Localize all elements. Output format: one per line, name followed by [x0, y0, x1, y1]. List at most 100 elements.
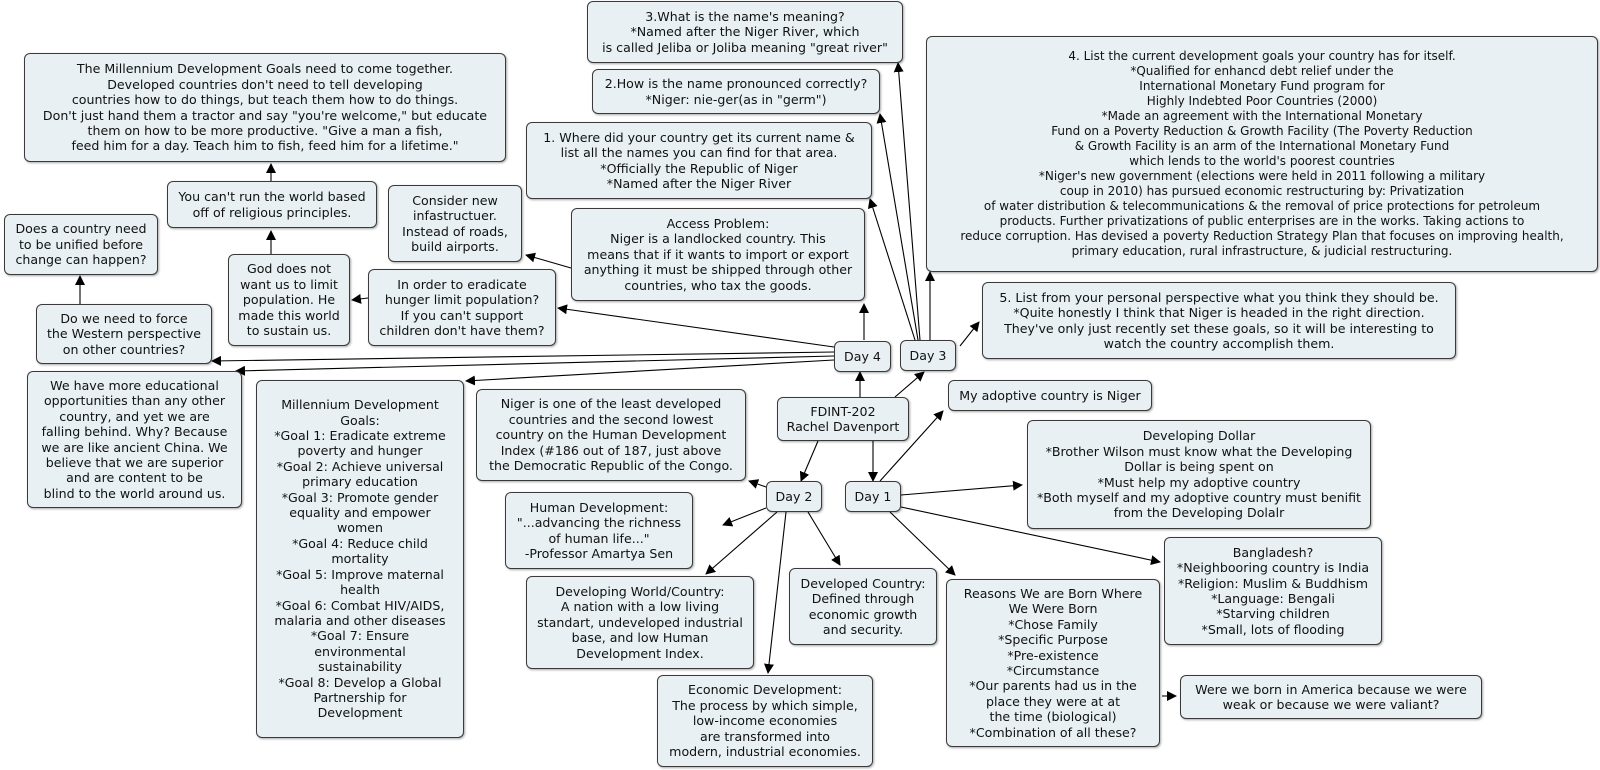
god-population-node[interactable]: God does not want us to limit population… — [228, 254, 350, 346]
q5-line-2: *Quite honestly I think that Niger is he… — [1013, 305, 1425, 321]
infra-line-1: Consider new — [412, 192, 498, 208]
developing-world-line-1: Developing World/Country: — [555, 583, 725, 599]
educational-line-1: We have more educational — [50, 377, 219, 393]
connector-day3-q5 — [959, 321, 980, 347]
connector-day1-bangladesh — [900, 506, 1161, 566]
reasons-line-4: *Specific Purpose — [998, 632, 1108, 648]
mdg-goals-line-3: *Goal 1: Eradicate extreme — [274, 428, 446, 444]
mdg-goals-line-4: poverty and hunger — [297, 443, 423, 459]
connector-day1-adoptive — [879, 410, 944, 482]
mdg-goals-node[interactable]: Millennium Development Goals: *Goal 1: E… — [256, 380, 464, 738]
q5-line-4: watch the country accomplish them. — [1103, 335, 1335, 351]
connector-day3-q2 — [876, 113, 919, 341]
day4-node[interactable]: Day 4 — [834, 341, 891, 372]
mdg-goals-line-11: mortality — [331, 551, 389, 567]
center-line-1: FDINT-202 — [810, 403, 876, 419]
educational-opportunities-node[interactable]: We have more educational opportunities t… — [27, 371, 242, 508]
bangladesh-node[interactable]: Bangladesh? *Neighbooring country is Ind… — [1164, 537, 1382, 645]
developing-dollar-line-4: *Must help my adoptive country — [1097, 474, 1301, 490]
access-line-3: means that if it wants to import or expo… — [587, 246, 849, 262]
infrastructure-node[interactable]: Consider new infastructuer. Instead of r… — [388, 185, 522, 262]
born-america-node[interactable]: Were we born in America because we were … — [1180, 675, 1482, 719]
niger-least-developed-node[interactable]: Niger is one of the least developed coun… — [476, 389, 746, 481]
mdg-together-line-5: them on how to be more productive. "Give… — [87, 122, 443, 138]
access-problem-node[interactable]: Access Problem: Niger is a landlocked co… — [571, 208, 865, 301]
mdg-goals-line-9: women — [336, 520, 383, 536]
day4-label: Day 4 — [844, 348, 881, 364]
human-dev-line-4: -Professor Amartya Sen — [524, 545, 674, 561]
question-2-node[interactable]: 2.How is the name pronounced correctly? … — [592, 69, 880, 114]
q4-line-1: 4. List the current development goals yo… — [1068, 49, 1456, 63]
question-4-node[interactable]: 4. List the current development goals yo… — [926, 36, 1598, 272]
infra-line-4: build airports. — [411, 238, 499, 254]
human-dev-line-1: Human Development: — [529, 499, 669, 515]
connector-day1-developing-dollar — [900, 480, 1023, 496]
developing-dollar-node[interactable]: Developing Dollar *Brother Wilson must k… — [1027, 420, 1371, 529]
born-america-line-2: weak or because we were valiant? — [1222, 697, 1440, 712]
q2-line-1: 2.How is the name pronounced correctly? — [604, 76, 868, 92]
mdg-together-node[interactable]: The Millennium Development Goals need to… — [24, 53, 506, 162]
developing-dollar-line-1: Developing Dollar — [1142, 428, 1256, 444]
religious-line-1: You can't run the world based — [178, 189, 366, 205]
day2-node[interactable]: Day 2 — [766, 481, 822, 512]
q5-line-1: 5. List from your personal perspective w… — [999, 289, 1439, 305]
economic-dev-line-2: The process by which simple, — [672, 697, 858, 713]
god-line-5: to sustain us. — [246, 323, 332, 339]
reasons-line-1: Reasons We are Born Where — [963, 585, 1143, 601]
reasons-line-8: place they were at at — [985, 693, 1121, 709]
day1-node[interactable]: Day 1 — [845, 481, 901, 512]
unified-line-3: change can happen? — [15, 252, 147, 268]
q4-line-5: *Made an agreement with the Internationa… — [1101, 109, 1423, 123]
adoptive-country-node[interactable]: My adoptive country is Niger — [948, 380, 1152, 411]
hunger-population-node[interactable]: In order to eradicate hunger limit popul… — [368, 269, 556, 346]
mdg-goals-line-16: *Goal 7: Ensure — [310, 628, 410, 644]
question-3-node[interactable]: 3.What is the name's meaning? *Named aft… — [587, 1, 903, 63]
q5-line-3: They've only just recently set these goa… — [1004, 320, 1434, 336]
question-1-node[interactable]: 1. Where did your country get its curren… — [526, 122, 872, 199]
developing-dollar-line-3: Dollar is being spent on — [1124, 459, 1274, 475]
force-western-line-1: Do we need to force — [60, 310, 188, 326]
connector-day3-q1 — [867, 198, 916, 341]
human-dev-line-3: of human life..." — [548, 530, 650, 546]
economic-dev-line-5: modern, industrial economies. — [669, 744, 861, 760]
mdg-goals-line-1: Millennium Development — [281, 397, 439, 413]
q4-line-8: which lends to the world's poorest count… — [1129, 154, 1395, 168]
developed-country-line-1: Developed Country: — [800, 575, 926, 591]
god-line-2: want us to limit — [240, 276, 338, 292]
bangladesh-line-6: *Small, lots of flooding — [1201, 621, 1345, 637]
economic-dev-line-4: are transformed into — [700, 728, 830, 744]
mdg-together-line-2: Developed countries don't need to tell d… — [107, 76, 423, 92]
developed-country-line-4: and security. — [822, 621, 904, 637]
unified-line-2: to be unified before — [18, 236, 144, 252]
connector-day2-developed-country — [807, 511, 841, 566]
religious-line-2: off of religious principles. — [192, 204, 352, 220]
force-western-node[interactable]: Do we need to force the Western perspect… — [36, 304, 212, 364]
force-western-line-3: on other countries? — [62, 341, 186, 357]
day3-node[interactable]: Day 3 — [900, 340, 956, 371]
mdg-goals-line-7: *Goal 3: Promote gender — [281, 489, 439, 505]
economic-development-node[interactable]: Economic Development: The process by whi… — [657, 675, 873, 767]
hunger-line-1: In order to eradicate — [397, 276, 527, 292]
developed-country-node[interactable]: Developed Country: Defined through econo… — [789, 568, 937, 645]
connector-day4-infra — [525, 252, 572, 269]
center-node[interactable]: FDINT-202 Rachel Davenport — [777, 397, 909, 441]
adoptive-line-1: My adoptive country is Niger — [959, 387, 1141, 403]
god-line-3: population. He — [242, 292, 336, 308]
question-5-node[interactable]: 5. List from your personal perspective w… — [982, 282, 1456, 359]
religious-principles-node[interactable]: You can't run the world based off of rel… — [167, 181, 377, 228]
human-development-node[interactable]: Human Development: "...advancing the ric… — [505, 492, 693, 569]
developing-world-node[interactable]: Developing World/Country: A nation with … — [526, 576, 754, 669]
mdg-together-line-6: feed him for a day. Teach him to fish, f… — [71, 138, 459, 154]
reasons-born-node[interactable]: Reasons We are Born Where We Were Born *… — [946, 579, 1160, 747]
mdg-goals-line-2: Goals: — [340, 412, 380, 428]
unified-country-node[interactable]: Does a country need to be unified before… — [4, 214, 158, 275]
mdg-goals-line-8: equality and empower — [289, 505, 431, 521]
q3-line-2: *Named after the Niger River, which — [630, 24, 860, 40]
mdg-goals-line-6: primary education — [302, 474, 418, 490]
reasons-line-9: the time (biological) — [989, 709, 1117, 725]
educational-line-4: falling behind. Why? Because — [41, 424, 228, 440]
connector-day4-educational — [235, 355, 835, 376]
q2-line-2: *Niger: nie-ger(as in "germ") — [645, 91, 827, 107]
q1-line-1: 1. Where did your country get its curren… — [543, 129, 855, 145]
mdg-goals-line-14: *Goal 6: Combat HIV/AIDS, — [275, 597, 445, 613]
